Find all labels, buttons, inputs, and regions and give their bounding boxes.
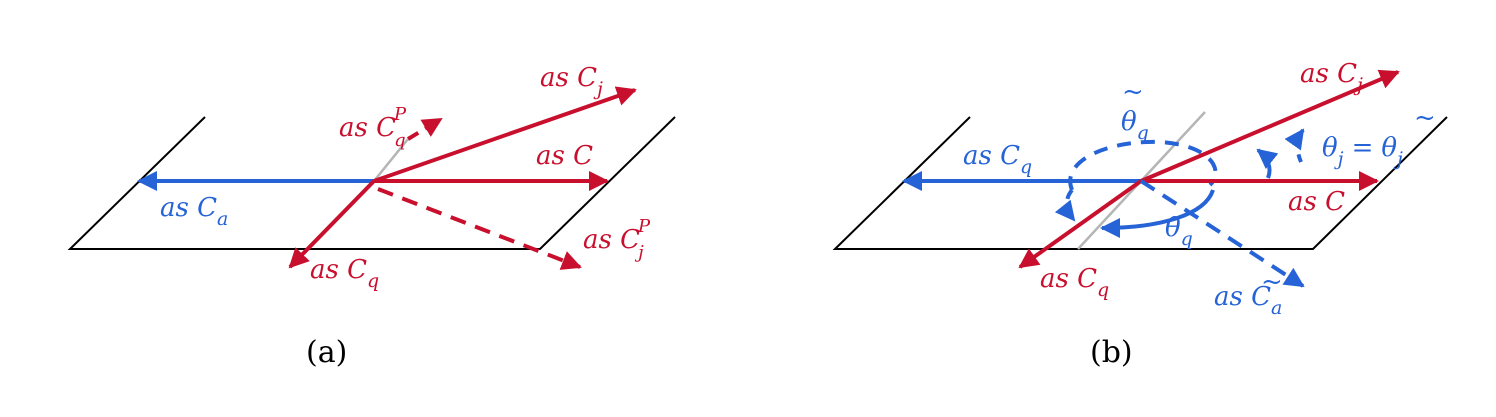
label-cq-blue-b: as Cq bbox=[963, 141, 1032, 178]
tilde-accent: ~ bbox=[1122, 77, 1144, 107]
caption-b: (b) bbox=[1090, 335, 1133, 370]
label-c-a: as C bbox=[536, 141, 593, 171]
tilde-accent-theta-j: ~ bbox=[1414, 103, 1436, 133]
label-cj-a: as Cj bbox=[540, 63, 603, 100]
label-theta-q-tilde: ~ θq bbox=[1121, 77, 1149, 144]
label-ca-a: as Ca bbox=[160, 193, 228, 230]
caption-a: (a) bbox=[306, 335, 347, 370]
label-theta-q-tilde-text: θq bbox=[1121, 107, 1149, 144]
vector-ca-tilde-b bbox=[1139, 179, 1305, 288]
arc-theta-j bbox=[1256, 148, 1279, 179]
gray-guide-a bbox=[373, 138, 409, 182]
label-cq-red-b: as Cq bbox=[1040, 264, 1109, 301]
vector-cjp-a bbox=[377, 187, 582, 270]
label-theta-eq-text: θj=θj bbox=[1322, 133, 1403, 170]
vector-cq-a bbox=[288, 179, 376, 269]
arc-theta-q-tilde-tail bbox=[1054, 188, 1076, 222]
panel-b: as Cj ~ θq as Cq ~ θj=θj as C θq as Cq ~ bbox=[832, 59, 1448, 370]
label-cj-b: as Cj bbox=[1300, 59, 1363, 96]
arc-theta-j-tilde bbox=[1284, 128, 1305, 163]
label-theta-q: θq bbox=[1165, 213, 1193, 250]
vector-cj-b bbox=[1140, 69, 1400, 183]
tilde-accent-ca: ~ bbox=[1261, 267, 1283, 297]
vector-cq-red-b bbox=[1018, 179, 1143, 269]
label-theta-eq: ~ θj=θj bbox=[1322, 103, 1436, 170]
label-c-b: as C bbox=[1288, 187, 1345, 217]
vector-cj-a bbox=[373, 86, 637, 183]
label-cq-a: as Cq bbox=[310, 255, 379, 292]
arc-theta-q-tilde bbox=[1068, 139, 1218, 191]
label-ca-tilde-text: as Ca bbox=[1214, 282, 1282, 319]
vector-cqp-a bbox=[406, 117, 443, 141]
arc-theta-q bbox=[1100, 189, 1215, 238]
label-ca-tilde: ~ as Ca bbox=[1214, 267, 1283, 319]
